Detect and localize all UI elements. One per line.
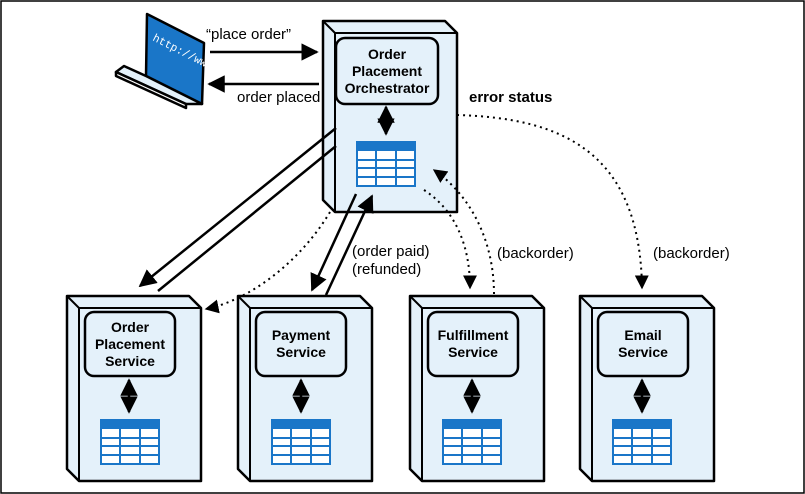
payment-to-orchestrator-arrow: [324, 194, 374, 296]
orchestrator-to-order-service-arrow: [138, 127, 337, 288]
payment-service-box: [236, 294, 374, 483]
place-order-label: “place order”: [206, 26, 292, 43]
service-label-line: Service: [276, 344, 326, 360]
service-label-line: Service: [618, 344, 668, 360]
laptop-icon: http://www: [114, 12, 215, 110]
order-service-to-orchestrator-line: [157, 145, 337, 292]
service-label-line: Placement: [94, 336, 166, 352]
payment-service-label: Payment Service: [256, 327, 346, 361]
order-placement-service-label: Order Placement Service: [85, 319, 175, 370]
orchestrator-label-line: Order: [367, 46, 407, 62]
email-backorder-label: (backorder): [653, 245, 730, 262]
orchestrator-label-line: Orchestrator: [344, 80, 430, 96]
fulfillment-service-label: Fulfillment Service: [428, 327, 518, 361]
orchestrator-label: Order Placement Orchestrator: [336, 46, 438, 97]
error-status-label: error status: [469, 89, 553, 106]
orchestrator-to-order-service-dotted-arrow: [204, 211, 331, 314]
fulfillment-backorder-label: (backorder): [497, 245, 574, 262]
order-placement-service-box: [65, 294, 203, 483]
service-label-line: Payment: [271, 327, 331, 343]
service-label-line: Service: [105, 353, 155, 369]
email-service-label: Email Service: [598, 327, 688, 361]
orchestrator-to-payment-arrow: [310, 193, 358, 292]
order-paid-label: (order paid): [352, 243, 430, 260]
orchestrator-box: [321, 19, 459, 214]
service-label-line: Email: [624, 327, 662, 343]
orchestrator-to-email-dotted-arrow: [456, 114, 649, 290]
email-service-box: [578, 294, 716, 483]
service-label-line: Fulfillment: [437, 327, 509, 343]
orchestrator-label-line: Placement: [351, 63, 423, 79]
order-placed-label: order placed: [237, 89, 321, 106]
fulfillment-to-orchestrator-dotted-arrow: [432, 169, 495, 295]
fulfillment-service-box: [408, 294, 546, 483]
refunded-label: (refunded): [352, 261, 422, 278]
service-label-line: Order: [110, 319, 150, 335]
service-label-line: Service: [448, 344, 498, 360]
